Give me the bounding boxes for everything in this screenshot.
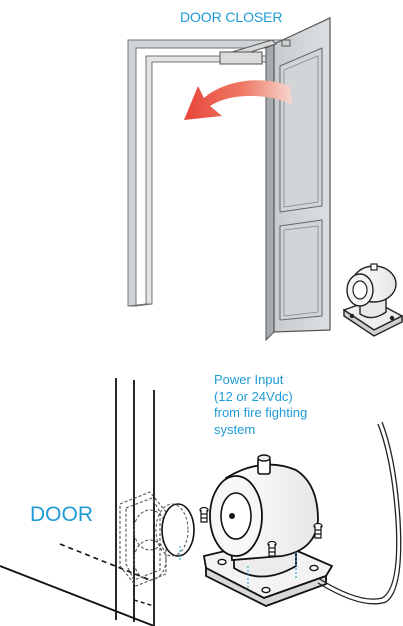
screw-left	[200, 508, 208, 523]
armature-disc	[156, 504, 194, 560]
door-holder-magnet-small	[344, 264, 402, 336]
door-panel-outline	[0, 378, 154, 626]
open-door	[266, 18, 330, 340]
power-cable	[318, 422, 401, 604]
screw-right	[314, 524, 322, 539]
screw-middle	[268, 542, 276, 557]
armature-plate	[120, 492, 166, 586]
electromagnetic-door-holder	[204, 455, 332, 606]
